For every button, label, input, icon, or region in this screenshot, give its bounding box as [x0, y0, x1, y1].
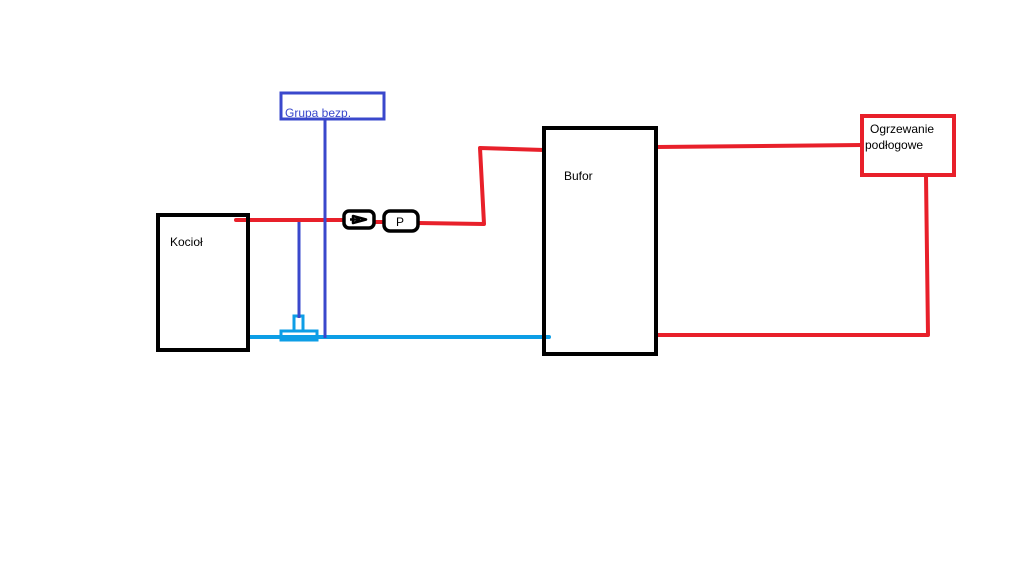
floor-heating-box: [860, 114, 956, 177]
buffer-label: Bufor: [564, 169, 593, 183]
arrow-right-icon: [350, 214, 368, 225]
return-pipe-floor-heating-to-buffer: [654, 174, 930, 337]
buffer: Bufor: [542, 126, 658, 356]
safety-group: Grupa bezp.: [279, 91, 386, 121]
buffer-box: [542, 126, 658, 356]
floor-heating: Ogrzewanie podłogowe: [860, 114, 956, 177]
supply-pipe-pump-to-buffer: [416, 146, 546, 226]
supply-pipe-buffer-to-floor-heating: [654, 143, 864, 149]
safety-group-label: Grupa bezp.: [285, 106, 351, 120]
pump: P: [382, 209, 420, 233]
safety-group-box: [279, 91, 386, 121]
floor-heating-label-line2: podłogowe: [865, 138, 923, 152]
return-tee-stub: [292, 314, 305, 333]
boiler-box: [156, 213, 250, 352]
pump-label: P: [396, 215, 404, 229]
pump-body: [382, 209, 420, 233]
safety-lines: [297, 120, 327, 338]
valve: [342, 209, 376, 230]
floor-heating-label-line1: Ogrzewanie: [870, 122, 934, 136]
boiler-label: Kocioł: [170, 235, 203, 249]
boiler: Kocioł: [156, 213, 250, 352]
